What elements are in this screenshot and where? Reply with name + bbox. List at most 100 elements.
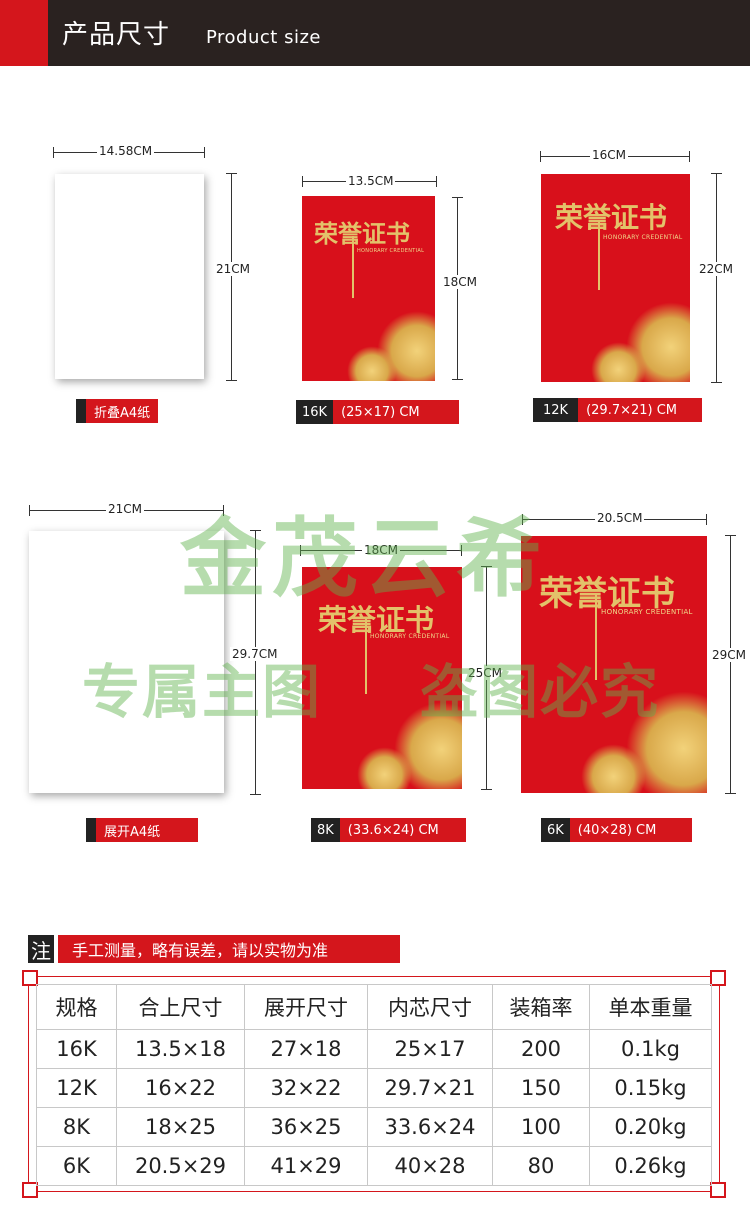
paper-a4-open	[29, 531, 224, 793]
dim-height-16k: 18CM	[441, 275, 480, 289]
header-cell: 合上尺寸	[116, 984, 245, 1030]
label-dimension: (29.7×21) CM	[578, 398, 703, 422]
dim-width-16k: 13.5CM	[346, 174, 396, 188]
label-size: 12K	[533, 398, 579, 422]
table-cell: 16×22	[116, 1068, 245, 1108]
header-cell: 单本重量	[589, 984, 712, 1030]
certificate-title: 荣誉证书	[539, 574, 675, 614]
certificate-bar	[595, 594, 597, 680]
header-title-en: Product size	[206, 27, 321, 48]
label-text: 折叠A4纸	[86, 399, 159, 423]
paper-a4-folded	[55, 174, 204, 379]
table-row: 12K 16×22 32×22 29.7×21 150 0.15kg	[36, 1068, 712, 1108]
frame-corner	[22, 1182, 38, 1198]
watermark-line2b: 盗图必究	[420, 658, 661, 726]
table-cell: 8K	[36, 1107, 117, 1147]
flower-ornament	[347, 346, 397, 381]
certificate-16k: 荣誉证书 HONORARY CREDENTIAL	[302, 196, 435, 381]
label-dimension: (40×28) CM	[569, 818, 692, 842]
label-size: 6K	[541, 818, 570, 842]
certificate-6k: 荣誉证书 HONORARY CREDENTIAL	[521, 536, 707, 793]
watermark-line2a: 专属主图	[82, 658, 323, 726]
table-cell: 0.26kg	[589, 1146, 712, 1186]
table-cell: 200	[492, 1029, 590, 1069]
table-cell: 41×29	[244, 1146, 368, 1186]
table-cell: 40×28	[367, 1146, 493, 1186]
certificate-title: 荣誉证书	[555, 201, 668, 234]
frame-corner	[710, 1182, 726, 1198]
label-dimension: (33.6×24) CM	[339, 818, 466, 842]
dim-line-height	[226, 173, 237, 381]
spec-table: 规格 合上尺寸 展开尺寸 内芯尺寸 装箱率 单本重量 16K 13.5×18 2…	[36, 984, 712, 1186]
table-cell: 13.5×18	[116, 1029, 245, 1069]
dim-width-6k: 20.5CM	[595, 511, 645, 525]
certificate-title: 荣誉证书	[314, 219, 410, 248]
dim-height-a4-folded: 21CM	[214, 262, 253, 276]
note-text: 手工测量，略有误差，请以实物为准	[58, 935, 400, 963]
header-cell: 装箱率	[492, 984, 590, 1030]
certificate-bar	[365, 619, 367, 694]
header-title-cn: 产品尺寸	[62, 20, 171, 50]
dim-line-height	[725, 535, 736, 794]
table-cell: 80	[492, 1146, 590, 1186]
label-dimension: (25×17) CM	[333, 400, 460, 424]
table-cell: 16K	[36, 1029, 117, 1069]
label-size: 16K	[296, 400, 334, 424]
table-cell: 12K	[36, 1068, 117, 1108]
label-size: 8K	[311, 818, 340, 842]
label-a4-folded: 折叠A4纸	[76, 399, 159, 423]
dim-line-height	[250, 530, 261, 795]
label-a4-open: 展开A4纸	[86, 818, 198, 842]
dim-width-12k: 16CM	[590, 148, 629, 162]
table-cell: 33.6×24	[367, 1107, 493, 1147]
certificate-8k: 荣誉证书 HONORARY CREDENTIAL	[302, 567, 462, 789]
note-icon: 注	[28, 935, 54, 963]
dim-line-height	[711, 173, 722, 383]
label-12k: 12K (29.7×21) CM	[533, 398, 703, 422]
flower-ornament	[581, 744, 646, 793]
table-cell: 20.5×29	[116, 1146, 245, 1186]
dim-height-12k: 22CM	[697, 262, 736, 276]
table-frame	[28, 976, 720, 1192]
table-cell: 6K	[36, 1146, 117, 1186]
table-cell: 100	[492, 1107, 590, 1147]
label-tag	[86, 818, 96, 842]
watermark-line1: 金茂云希	[180, 509, 548, 609]
dim-width-a4-folded: 14.58CM	[97, 144, 155, 158]
header-cell: 内芯尺寸	[367, 984, 493, 1030]
table-row: 8K 18×25 36×25 33.6×24 100 0.20kg	[36, 1107, 712, 1147]
certificate-subtitle: HONORARY CREDENTIAL	[603, 234, 683, 241]
dim-width-a4-open: 21CM	[106, 502, 145, 516]
dim-height-a4-open: 29.7CM	[230, 647, 280, 661]
table-row: 6K 20.5×29 41×29 40×28 80 0.26kg	[36, 1146, 712, 1186]
dim-width-8k: 18CM	[362, 543, 401, 557]
header-cell: 规格	[36, 984, 117, 1030]
table-cell: 0.20kg	[589, 1107, 712, 1147]
table-cell: 27×18	[244, 1029, 368, 1069]
table-cell: 36×25	[244, 1107, 368, 1147]
certificate-bar	[352, 236, 354, 298]
certificate-12k: 荣誉证书 HONORARY CREDENTIAL	[541, 174, 690, 382]
certificate-title: 荣誉证书	[318, 603, 435, 637]
frame-corner	[22, 970, 38, 986]
certificate-subtitle: HONORARY CREDENTIAL	[357, 248, 425, 254]
certificate-bar	[598, 220, 600, 290]
label-tag	[76, 399, 86, 423]
label-16k: 16K (25×17) CM	[296, 400, 460, 424]
table-cell: 18×25	[116, 1107, 245, 1147]
table-cell: 25×17	[367, 1029, 493, 1069]
certificate-subtitle: HONORARY CREDENTIAL	[370, 633, 450, 640]
label-6k: 6K (40×28) CM	[541, 818, 692, 842]
header-accent	[0, 0, 48, 66]
flower-ornament	[357, 747, 412, 789]
header-cell: 展开尺寸	[244, 984, 368, 1030]
table-cell: 150	[492, 1068, 590, 1108]
flower-ornament	[591, 342, 646, 382]
table-header-row: 规格 合上尺寸 展开尺寸 内芯尺寸 装箱率 单本重量	[36, 984, 712, 1030]
table-cell: 0.1kg	[589, 1029, 712, 1069]
dim-height-6k: 29CM	[710, 648, 749, 662]
table-cell: 29.7×21	[367, 1068, 493, 1108]
certificate-subtitle: HONORARY CREDENTIAL	[601, 608, 693, 616]
frame-corner	[710, 970, 726, 986]
dim-height-8k: 25CM	[466, 666, 505, 680]
